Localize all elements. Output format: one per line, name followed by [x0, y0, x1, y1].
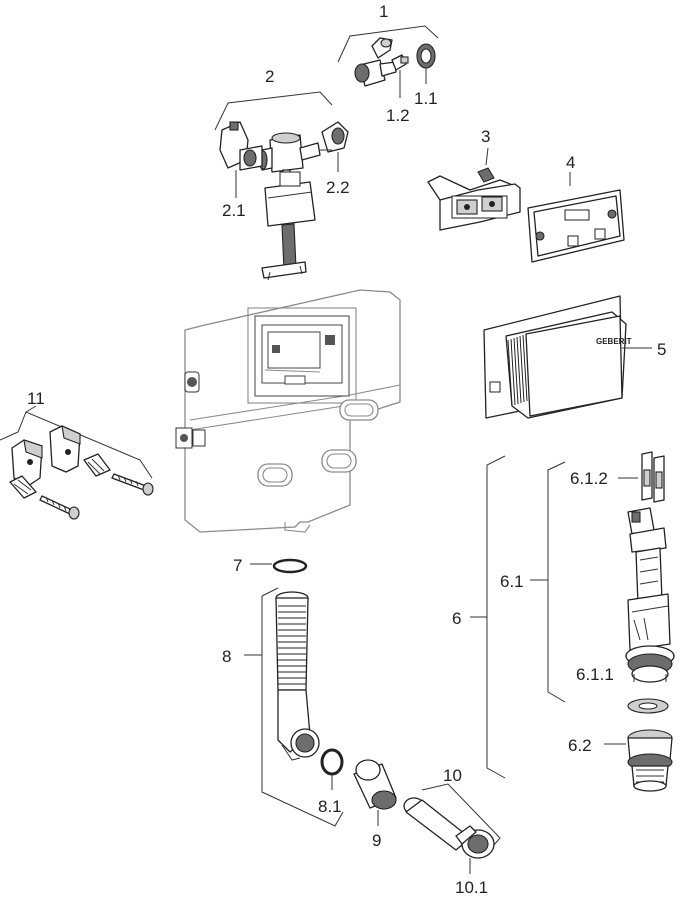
callout-9: 9 — [372, 831, 381, 850]
callout-2-2: 2.2 — [326, 178, 350, 197]
actuator-logo: GEBERIT — [596, 337, 632, 346]
callout-3: 3 — [481, 127, 490, 146]
cistern-body — [175, 289, 401, 533]
part-8-flush-bend — [275, 591, 320, 761]
part-2-2-valve-connector — [320, 121, 349, 172]
part-4-frame-plate — [527, 172, 625, 263]
part-11-screws — [39, 473, 154, 520]
callout-6-1-2: 6.1.2 — [570, 469, 608, 488]
part-6-1-flush-valve — [625, 507, 675, 683]
callout-1-2: 1.2 — [386, 106, 410, 125]
part-6-1-1-seal — [627, 698, 669, 714]
callout-1-1: 1.1 — [414, 89, 438, 108]
part-6-2-valve-base — [604, 729, 673, 792]
callout-6-1-1: 6.1.1 — [576, 665, 614, 684]
callout-6-1: 6.1 — [500, 572, 524, 591]
part-11-wall-plugs — [9, 453, 111, 499]
callout-10-1: 10.1 — [455, 878, 488, 897]
part-1-actuator-valve — [337, 25, 439, 87]
part-3-mounting-bracket — [427, 147, 521, 231]
part-8-group-bracket — [261, 587, 344, 827]
callout-5: 5 — [657, 340, 666, 359]
part-1-1-ring — [416, 43, 436, 84]
callout-6: 6 — [452, 609, 461, 628]
part-5-actuator-plate: GEBERIT — [483, 295, 652, 419]
callout-6-2: 6.2 — [568, 736, 592, 755]
part-9-end-cap — [353, 759, 397, 826]
callout-10: 10 — [443, 766, 462, 785]
callout-2: 2 — [265, 67, 274, 86]
callout-7: 7 — [233, 556, 242, 575]
callout-8-1: 8.1 — [318, 797, 342, 816]
callout-2-1: 2.1 — [222, 201, 246, 220]
part-1-2-adapter — [391, 54, 409, 98]
part-2-1-valve-bracket — [219, 121, 263, 198]
callout-1: 1 — [379, 2, 388, 21]
callout-8: 8 — [222, 647, 231, 666]
part-7-o-ring — [250, 558, 308, 574]
callout-4: 4 — [566, 153, 575, 172]
part-11-mounting-brackets — [11, 425, 81, 487]
part-6-1-2-lift-rods — [618, 451, 665, 503]
part-10-connector-pipe — [403, 797, 495, 874]
part-10-group-bracket — [421, 783, 501, 846]
part-8-1-seal-ring — [320, 748, 344, 790]
part-2-fill-valve — [214, 91, 333, 281]
callout-11: 11 — [27, 389, 45, 408]
part-11-group-bracket — [0, 405, 153, 479]
part-6-group-bracket — [486, 455, 506, 779]
part-6-1-group-bracket — [547, 461, 566, 703]
